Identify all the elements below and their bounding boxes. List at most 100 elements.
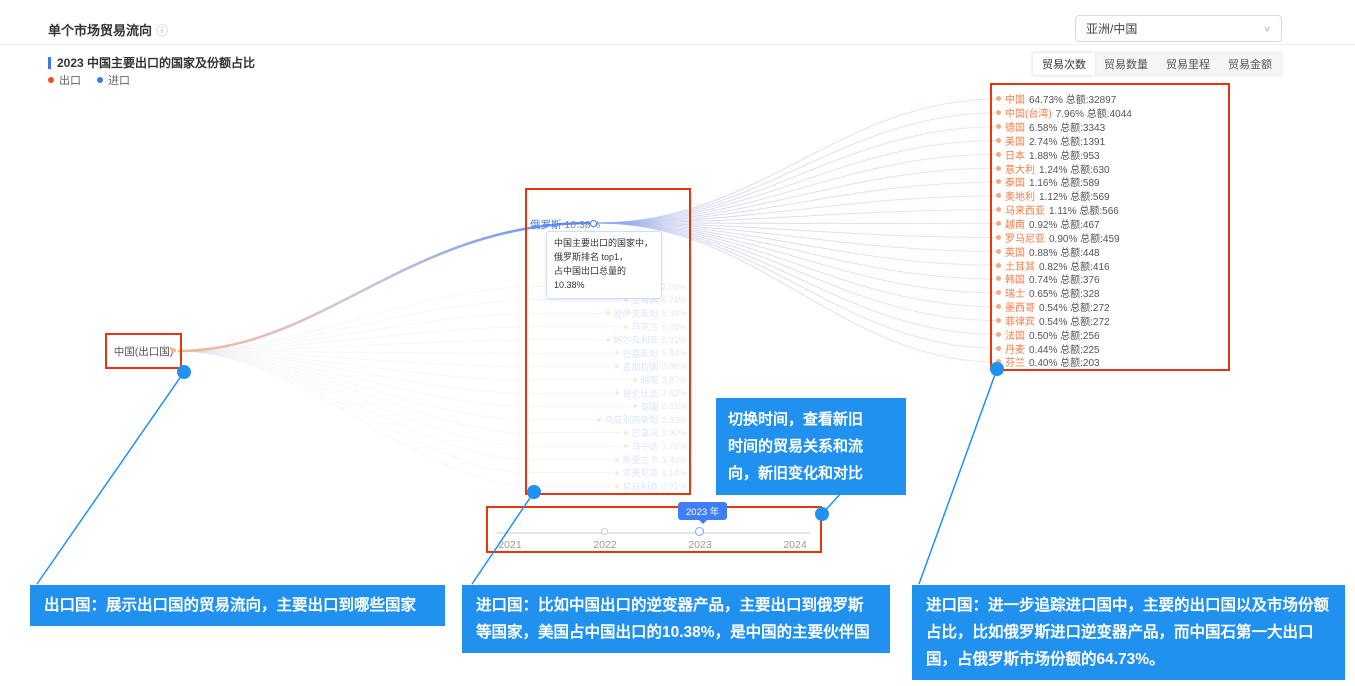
- supplier-name: 奥地利: [1005, 192, 1035, 204]
- metric-tab[interactable]: 贸易次数: [1033, 53, 1095, 75]
- timeline-slider-handle[interactable]: [695, 527, 704, 536]
- faded-connector-line: [531, 339, 604, 341]
- supplier-name: 韩国: [1005, 275, 1025, 287]
- timeline-year-label[interactable]: 2023: [688, 539, 712, 551]
- callout-exporter: 出口国：展示出口国的贸易流向，主要出口到哪些国家: [30, 585, 445, 627]
- timeline-year-label[interactable]: 2024: [783, 539, 807, 551]
- callout-importer: 进口国：比如中国出口的逆变器产品，主要出口到俄罗斯等国家，美国占中国出口的10.…: [462, 585, 890, 654]
- metric-tab[interactable]: 贸易里程: [1166, 59, 1210, 71]
- supplier-dot-icon: [996, 276, 1001, 282]
- faded-importer-name: 乌干达: [631, 441, 659, 452]
- faded-importer-percent: 5.84%: [661, 348, 687, 359]
- supplier-name: 日本: [1005, 150, 1025, 162]
- timeline-year-label[interactable]: 2021: [498, 539, 522, 551]
- supplier-dot-icon: [996, 331, 1001, 337]
- exporter-node-dot: [171, 348, 176, 353]
- faded-dot-icon: [615, 364, 620, 369]
- supplier-dot-icon: [996, 248, 1001, 254]
- metric-tab[interactable]: 贸易金额: [1228, 59, 1272, 71]
- chart-title: 2023 中国主要出口的国家及份额占比: [48, 54, 255, 71]
- metric-tab[interactable]: 贸易数量: [1104, 59, 1148, 71]
- faded-importer-name: 孟加拉国: [622, 361, 659, 372]
- legend-item[interactable]: 进口: [97, 72, 130, 88]
- supplier-name: 法国: [1005, 330, 1025, 342]
- faded-importer-percent: 5.91%: [661, 334, 687, 345]
- faded-dot-icon: [615, 470, 620, 475]
- supplier-name: 马来西亚: [1005, 206, 1045, 218]
- supplier-dot-icon: [996, 124, 1001, 130]
- faded-connector-line: [531, 419, 595, 421]
- faded-importer-name: 乌兹别克斯坦: [604, 415, 659, 426]
- chart-legend: 出口 进口: [48, 72, 130, 88]
- market-select[interactable]: 亚洲/中国 ∨: [1075, 15, 1282, 42]
- supplier-stat: 1.16% 总额:589: [1029, 178, 1100, 190]
- supplier-dot-icon: [996, 193, 1001, 199]
- flow-tooltip: 中国主要出口的国家中， 俄罗斯排名 top1， 占中国出口总量的10.38%: [546, 231, 662, 299]
- timeline-track[interactable]: [497, 532, 810, 534]
- supplier-name: 丹麦: [1005, 344, 1025, 356]
- faded-importer-percent: 3.62%: [661, 388, 687, 399]
- timeline-tick-dot[interactable]: [601, 528, 608, 535]
- faded-importer-list: 美国7.09%土耳其6.76%哈萨克斯坦6.34%乌克兰5.99%阿尔及利亚5.…: [531, 280, 687, 493]
- faded-dot-icon: [633, 377, 638, 382]
- faded-connector-line: [531, 352, 613, 354]
- header-divider: [0, 44, 1355, 45]
- importer-node-name: 俄罗斯: [530, 219, 562, 231]
- timeline-year-label[interactable]: 2022: [593, 539, 617, 551]
- supplier-dot-icon: [996, 207, 1001, 213]
- faded-connector-line: [531, 472, 613, 474]
- faded-connector-line: [531, 392, 613, 394]
- supplier-dot-icon: [996, 234, 1001, 240]
- info-icon[interactable]: ⓘ: [156, 24, 169, 38]
- supplier-name: 瑞士: [1005, 289, 1025, 301]
- exporter-node[interactable]: 中国(出口国): [113, 345, 174, 358]
- faded-connector-line: [531, 299, 622, 301]
- supplier-row[interactable]: 奥地利 1.12% 总额:569: [996, 189, 1228, 203]
- legend-label: 进口: [108, 75, 130, 87]
- supplier-row[interactable]: 中国(台湾)7.96% 总额:4044: [996, 106, 1228, 120]
- supplier-dot-icon: [996, 96, 1001, 102]
- supplier-name: 中国: [1005, 95, 1025, 107]
- supplier-dot-icon: [996, 262, 1001, 268]
- supplier-stat: 1.12% 总额:569: [1039, 192, 1110, 204]
- faded-dot-icon: [624, 430, 629, 435]
- supplier-dot-icon: [996, 179, 1001, 185]
- legend-item[interactable]: 出口: [48, 72, 81, 88]
